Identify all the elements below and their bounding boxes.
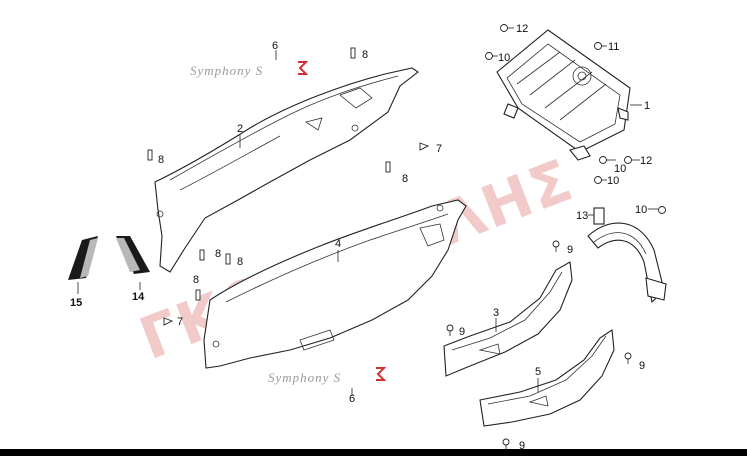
brand-logo-lower: Symphony S	[268, 367, 387, 385]
decal-14	[116, 236, 150, 274]
callout-11: 11	[608, 41, 619, 53]
brand-logo-upper-text: Symphony S	[190, 63, 263, 78]
leader-lines	[77, 50, 658, 396]
callout-9-b: 9	[459, 326, 465, 338]
callout-8-a: 8	[362, 49, 368, 61]
bottom-border	[0, 449, 747, 456]
callout-9-c: 9	[639, 360, 645, 372]
callout-8-f: 8	[193, 274, 199, 286]
callout-4: 4	[335, 238, 341, 250]
part-1-rear-carrier	[496, 29, 631, 161]
callout-14: 14	[132, 291, 145, 303]
callout-10-b: 10	[614, 163, 626, 175]
callout-7-upper: 7	[436, 143, 442, 155]
callout-labels: 1 2 3 4 5 6 6 7 7 8 8 8 8 8 8 9 9 9 9 10…	[70, 23, 652, 452]
callout-10-c: 10	[607, 175, 619, 187]
callout-15: 15	[70, 297, 82, 309]
part-4-lower-side-cover	[203, 199, 467, 369]
callout-8-c: 8	[402, 173, 408, 185]
brand-logo-lower-text: Symphony S	[268, 370, 341, 385]
part-13-grab-bracket	[587, 207, 667, 304]
callout-3: 3	[493, 307, 499, 319]
fasteners	[147, 24, 666, 449]
callout-10-d: 10	[635, 204, 647, 216]
callout-8-d: 8	[215, 248, 221, 260]
callout-8-b: 8	[158, 154, 164, 166]
callout-6-lower: 6	[349, 393, 355, 405]
part-3-rear-lower-panel	[443, 261, 573, 377]
callout-9-a: 9	[567, 244, 573, 256]
brand-logo-upper: Symphony S	[190, 61, 309, 78]
part-2-upper-side-cover	[154, 67, 419, 273]
part-5-rear-lower-panel	[479, 329, 615, 427]
callout-12-b: 12	[640, 155, 652, 167]
callout-10-a: 10	[498, 52, 510, 64]
callout-8-e: 8	[237, 256, 243, 268]
callout-2: 2	[237, 123, 243, 135]
callout-7-lower: 7	[177, 316, 183, 328]
callout-13: 13	[576, 210, 588, 222]
callout-1: 1	[644, 100, 650, 112]
decal-15	[68, 236, 98, 280]
callout-9-d: 9	[519, 440, 525, 452]
callout-6-upper: 6	[272, 40, 278, 52]
callout-5: 5	[535, 366, 541, 378]
callout-12-a: 12	[516, 23, 528, 35]
